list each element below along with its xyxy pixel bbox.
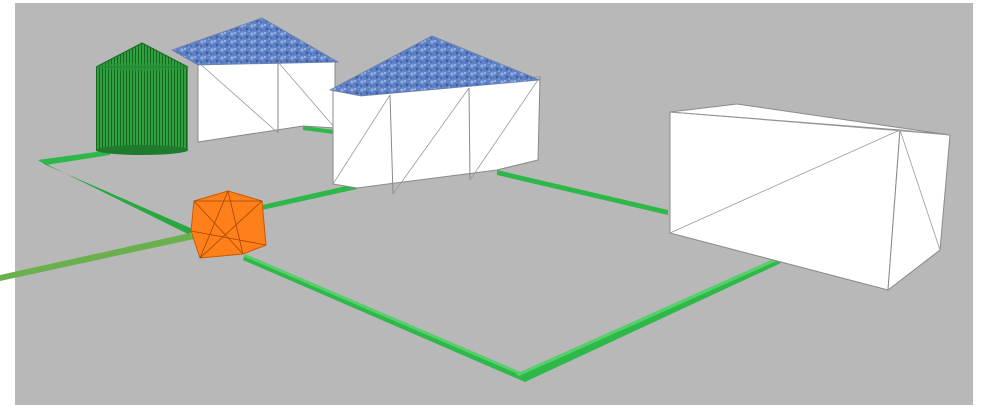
pipe-segment[interactable] — [303, 126, 334, 134]
pipe-segment[interactable] — [516, 258, 781, 382]
barn-building-2[interactable] — [328, 35, 541, 195]
barn-roof — [171, 17, 340, 66]
pipe-segment[interactable] — [38, 160, 195, 234]
incoming-pipe-line[interactable] — [0, 233, 194, 281]
storage-box[interactable] — [669, 103, 951, 292]
barn-roof — [328, 35, 541, 97]
grain-silo[interactable] — [95, 42, 189, 155]
pipe-segment[interactable] — [245, 254, 525, 377]
pipeline-network[interactable] — [38, 126, 781, 382]
pipe-segment[interactable] — [262, 184, 357, 210]
pipe-segment[interactable] — [497, 170, 668, 215]
barn-building-1[interactable] — [171, 17, 340, 143]
pipe-segment[interactable] — [38, 150, 110, 165]
silo-body — [96, 67, 188, 151]
pump-station[interactable] — [190, 190, 267, 259]
pipe-segment[interactable] — [516, 258, 777, 376]
